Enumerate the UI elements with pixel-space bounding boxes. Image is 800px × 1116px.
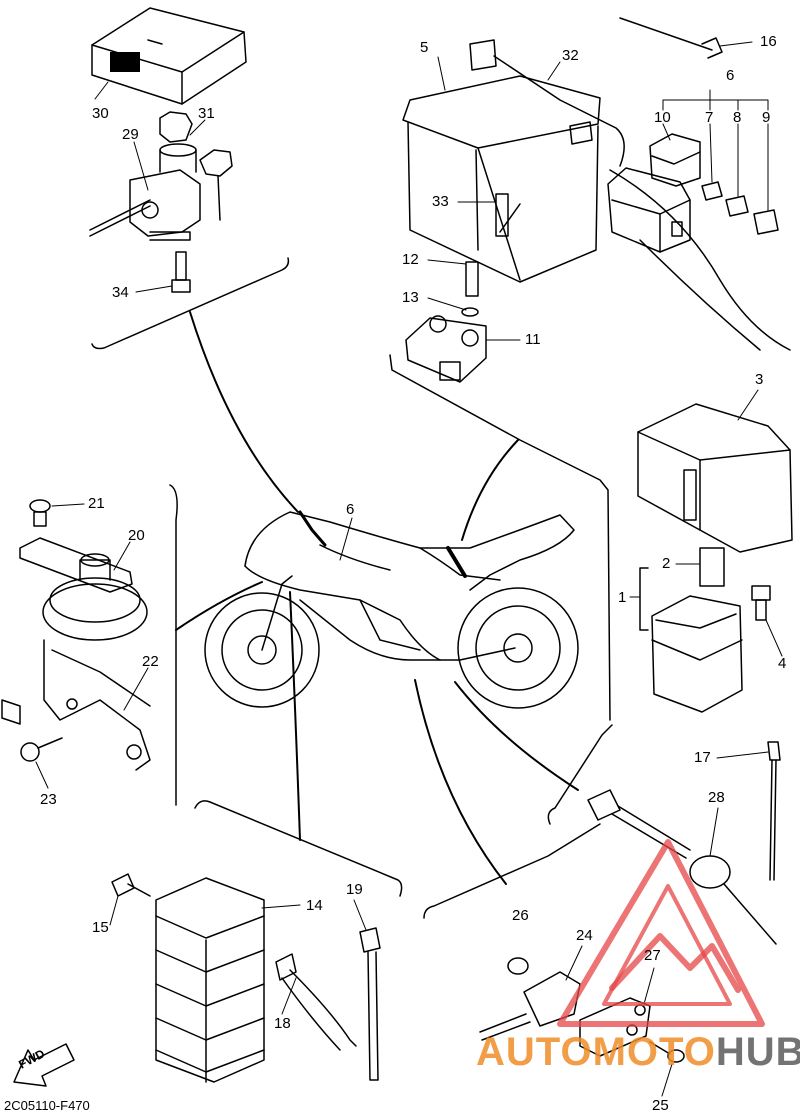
washer-13	[461, 307, 479, 317]
callout-label-16: 16	[760, 33, 777, 50]
bolt-4	[751, 585, 771, 621]
main-switch-assembly	[89, 111, 233, 241]
bolt-25	[649, 1041, 685, 1063]
callout-lines	[35, 41, 783, 1097]
callout-label-6-top: 6	[726, 67, 735, 84]
region-border-rectifier	[194, 800, 403, 897]
callout-label-25: 25	[652, 1097, 669, 1114]
callout-label-2: 2	[662, 555, 671, 572]
bracket-line-1	[639, 567, 649, 631]
starter-relay-cover	[637, 403, 793, 553]
horn-bracket-22	[1, 639, 151, 771]
fuse-8	[725, 195, 749, 217]
callout-label-26: 26	[512, 907, 529, 924]
bolt-34	[171, 251, 191, 293]
bolt-21	[29, 499, 51, 527]
callout-label-22: 22	[142, 653, 159, 670]
region-border-battery	[389, 354, 611, 721]
callout-label-30: 30	[92, 105, 109, 122]
band-18	[275, 953, 357, 1051]
leader-line-horn	[175, 581, 263, 631]
callout-label-32: 32	[562, 47, 579, 64]
callout-label-5: 5	[420, 39, 429, 56]
callout-label-14: 14	[306, 897, 323, 914]
motorcycle-outline	[204, 510, 579, 709]
wire-harness-top	[609, 17, 791, 351]
callout-label-11: 11	[525, 331, 541, 348]
fuse-box	[607, 167, 691, 253]
fuse-7	[701, 181, 723, 201]
callout-label-23: 23	[40, 791, 57, 808]
callout-label-10: 10	[654, 109, 671, 126]
callout-label-17: 17	[694, 749, 711, 766]
bolt-12	[465, 261, 479, 297]
bolt-15	[111, 873, 151, 897]
callout-label-6-bike: 6	[346, 501, 355, 518]
clip-19	[359, 927, 381, 1081]
callout-label-12: 12	[402, 251, 419, 268]
callout-label-8: 8	[733, 109, 742, 126]
callout-label-9: 9	[762, 109, 771, 126]
callout-label-7: 7	[705, 109, 714, 126]
leader-line-ignition	[189, 311, 299, 513]
region-border-relay	[547, 724, 613, 825]
callout-label-33: 33	[432, 193, 449, 210]
callout-label-4: 4	[778, 655, 787, 672]
callout-label-34: 34	[112, 284, 129, 301]
horn	[19, 537, 148, 641]
watermark-logo: AUTOMOTOHUB	[476, 1030, 800, 1075]
callout-label-21: 21	[88, 495, 105, 512]
callout-label-19: 19	[346, 881, 363, 898]
leader-line-sensor	[414, 679, 507, 885]
band-17	[767, 741, 781, 881]
bracket-11	[405, 315, 487, 383]
leader-line-relay	[454, 681, 579, 791]
bolt-23	[20, 737, 63, 762]
ecu-unit	[91, 7, 247, 105]
callout-label-24: 24	[576, 927, 593, 944]
callout-label-31: 31	[198, 105, 215, 122]
callout-label-27: 27	[644, 947, 661, 964]
fuse-9	[753, 209, 779, 235]
fuse-10	[649, 133, 701, 187]
leader-line-rectifier	[289, 591, 301, 841]
region-border-horn	[169, 484, 178, 806]
callout-label-15: 15	[92, 919, 109, 936]
region-border-ignition	[91, 257, 290, 350]
watermark-part2: HUB	[715, 1030, 800, 1074]
region-border-sensor	[423, 823, 601, 919]
callout-label-13: 13	[402, 289, 419, 306]
callout-label-3: 3	[755, 371, 764, 388]
rectifier-regulator	[155, 877, 265, 1083]
fwd-arrow-icon	[13, 1043, 75, 1087]
starter-relay	[651, 547, 743, 713]
bolt-33	[495, 193, 509, 237]
diagram-code: 2C05110-F470	[4, 1098, 90, 1113]
watermark-part1: AUTOMOTO	[476, 1030, 716, 1074]
callout-label-28: 28	[708, 789, 725, 806]
callout-label-20: 20	[128, 527, 145, 544]
watermark-triangle-icon	[557, 839, 765, 1027]
callout-label-29: 29	[122, 126, 139, 143]
battery	[402, 39, 625, 283]
washer-26	[507, 957, 529, 975]
callout-label-1: 1	[618, 589, 627, 606]
callout-label-18: 18	[274, 1015, 291, 1032]
leader-line-battery	[461, 439, 519, 541]
